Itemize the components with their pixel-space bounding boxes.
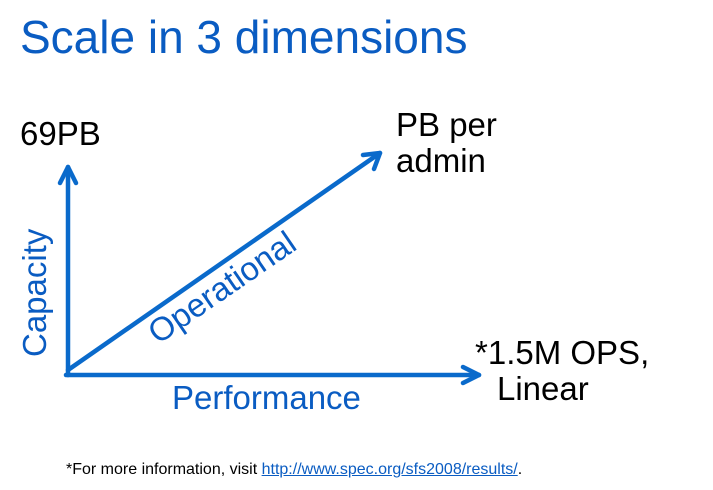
- slide-title: Scale in 3 dimensions: [20, 11, 468, 63]
- footnote-prefix: *For more information, visit: [66, 461, 262, 478]
- operational-axis-label: Operational: [141, 224, 303, 351]
- operational-endpoint-label: PB per admin: [396, 106, 497, 180]
- capacity-axis-label: Capacity: [16, 228, 53, 357]
- performance-endpoint-line2: Linear: [497, 370, 589, 408]
- performance-arrowhead: [460, 364, 482, 386]
- spec-results-link[interactable]: http://www.spec.org/sfs2008/results/: [261, 461, 518, 478]
- operational-endpoint-line1: PB per: [396, 106, 497, 143]
- performance-endpoint-label: *1.5M OPS, Linear: [475, 334, 650, 408]
- footnote: *For more information, visit http://www.…: [66, 461, 522, 479]
- performance-endpoint-line1: *1.5M OPS,: [475, 334, 650, 371]
- performance-axis-label: Performance: [172, 379, 361, 416]
- operational-endpoint-line2: admin: [396, 142, 486, 180]
- capacity-endpoint-label: 69PB: [20, 115, 101, 152]
- operational-axis: [65, 150, 383, 373]
- footnote-suffix: .: [517, 461, 523, 478]
- operational-arrowhead: [360, 150, 383, 172]
- capacity-arrowhead: [57, 164, 79, 186]
